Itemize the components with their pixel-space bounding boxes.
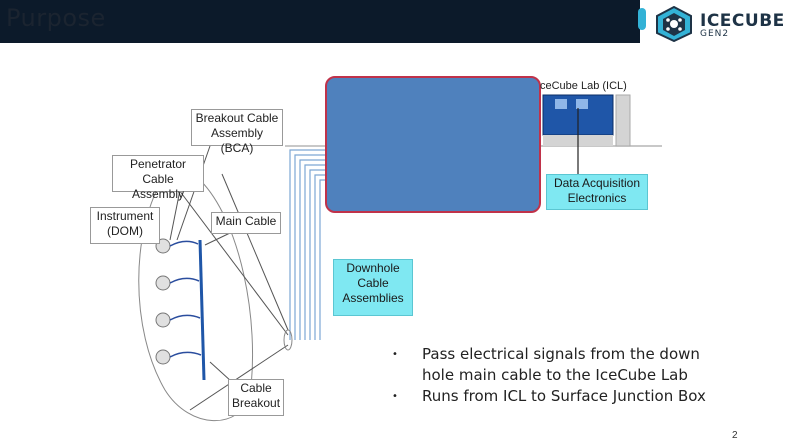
page-number: 2	[732, 430, 738, 441]
icl-window	[555, 99, 567, 109]
bullet-item: • Runs from ICL to Surface Junction Box	[392, 386, 732, 407]
obscuring-box	[325, 76, 541, 213]
slide-title: Purpose	[6, 4, 106, 32]
breakout-ellipse	[283, 329, 293, 351]
dom-circles	[155, 238, 171, 365]
breakout-label: Cable Breakout	[228, 379, 284, 416]
bullet-text: Runs from ICL to Surface Junction Box	[422, 387, 706, 405]
downhole-cables	[289, 149, 325, 340]
bullet-text: Pass electrical signals from the down ho…	[422, 345, 700, 384]
bullet-list: • Pass electrical signals from the down …	[392, 344, 732, 407]
icl-label: ceCube Lab (ICL)	[540, 80, 627, 92]
instrument-label: Instrument (DOM)	[90, 207, 160, 244]
bullet-item: • Pass electrical signals from the down …	[392, 344, 732, 386]
logo-wordmark: ICECUBE	[700, 11, 785, 31]
main-cable-label: Main Cable	[211, 212, 281, 234]
title-bar	[0, 0, 640, 43]
bullet-marker: •	[392, 349, 398, 360]
icl-support	[615, 94, 631, 147]
penetrator-label: Penetrator Cable Assembly	[112, 155, 204, 201]
logo-subtitle: GEN2	[700, 29, 730, 39]
icecube-logo-icon	[656, 6, 692, 42]
bullet-marker: •	[392, 391, 398, 402]
icl-window	[576, 99, 588, 109]
downhole-label: Downhole Cable Assemblies	[333, 259, 413, 316]
main-cable	[198, 239, 206, 381]
daq-label: Data Acquisition Electronics	[546, 174, 648, 210]
bca-label: Breakout Cable Assembly (BCA)	[191, 109, 283, 155]
header-accent	[638, 8, 646, 30]
breakout-connectors	[169, 240, 202, 358]
